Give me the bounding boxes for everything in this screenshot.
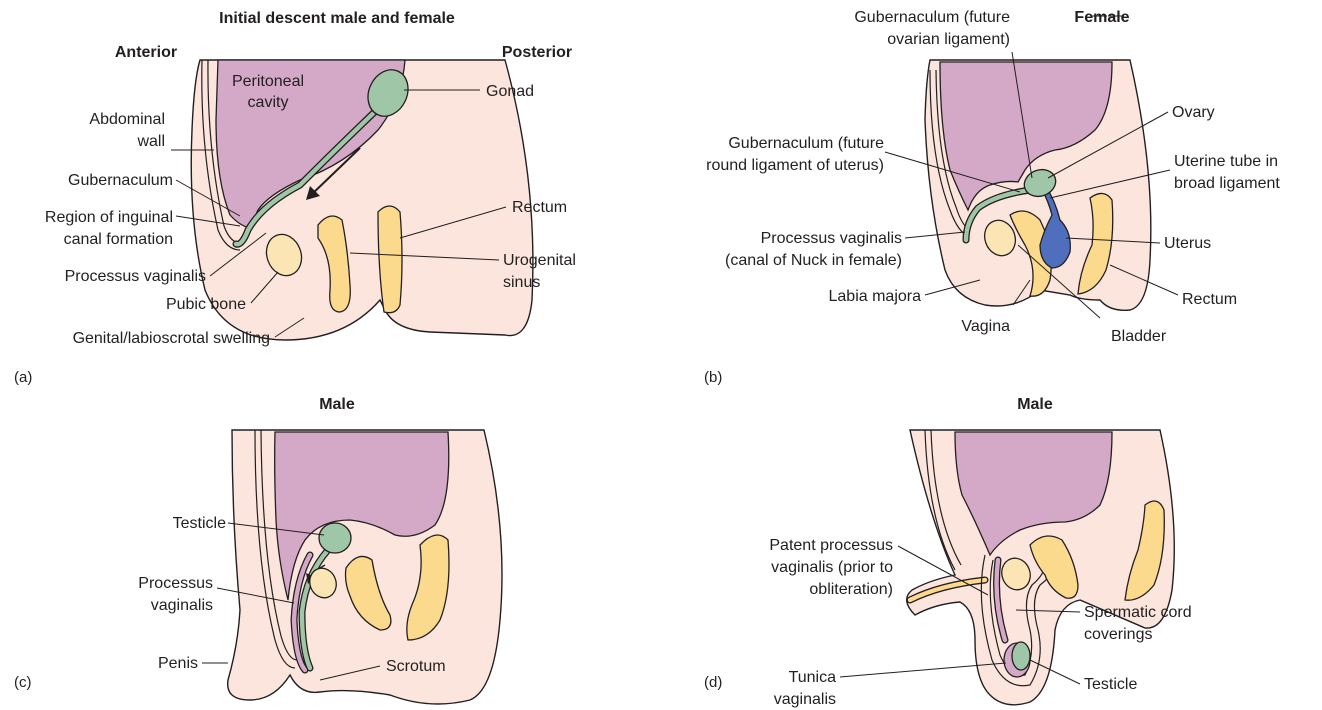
panel-c-penis-label: Penis — [158, 655, 198, 672]
panel-b-gub-ovarian-1: Gubernaculum (future — [854, 9, 1010, 26]
panel-d-patent-2: vaginalis (prior to — [771, 559, 893, 576]
panel-b-gub-round-1: Gubernaculum (future — [728, 135, 884, 152]
panel-a-inguinal-1: Region of inguinal — [45, 209, 173, 226]
panel-c-label: (c) — [14, 674, 32, 691]
panel-b-labia-label: Labia majora — [829, 288, 922, 305]
panel-b: Female Gubernaculum (future ovarian liga… — [704, 9, 1280, 386]
panel-b-gub-ovarian-2: ovarian ligament) — [887, 31, 1010, 48]
panel-c-title: Male — [319, 396, 355, 413]
panel-c-pv-2: vaginalis — [151, 597, 213, 614]
panel-c-testicle — [319, 523, 351, 553]
panel-b-uterine-tube-1: Uterine tube in — [1174, 153, 1278, 170]
panel-a-pv-label: Processus vaginalis — [65, 268, 206, 285]
panel-d-spermatic-2: coverings — [1084, 626, 1152, 643]
panel-b-pv-2: (canal of Nuck in female) — [725, 252, 902, 269]
panel-c-testicle-label: Testicle — [173, 515, 226, 532]
panel-d-tunica-1: Tunica — [789, 669, 837, 686]
panel-a-abdominal-1: Abdominal — [89, 111, 165, 128]
panel-c-scrotum-label: Scrotum — [386, 658, 446, 675]
panel-b-ovary-label: Ovary — [1172, 104, 1215, 121]
panel-b-vagina-label: Vagina — [961, 318, 1010, 335]
panel-b-label: (b) — [704, 369, 722, 386]
panel-b-bladder-label: Bladder — [1111, 328, 1167, 345]
panel-a-inguinal-2: canal formation — [64, 231, 173, 248]
panel-c-pv-1: Processus — [138, 575, 213, 592]
panel-d-patent-1: Patent processus — [769, 537, 893, 554]
panel-a-pubic-label: Pubic bone — [166, 296, 246, 313]
panel-b-title: Female — [1074, 9, 1129, 26]
panel-a-posterior: Posterior — [502, 44, 572, 61]
panel-a-genital-label: Genital/labioscrotal swelling — [73, 330, 270, 347]
panel-d-testicle-label: Testicle — [1084, 676, 1137, 693]
panel-d-tunica-2: vaginalis — [774, 691, 836, 708]
panel-a-peritoneal-1: Peritoneal — [232, 73, 304, 90]
panel-d: Male Patent processus vaginalis (prior t… — [704, 396, 1192, 708]
panel-c: Male Testicle Processus vaginalis Penis … — [14, 396, 502, 704]
panel-a-urogenital-2: sinus — [503, 274, 540, 291]
panel-d-label: (d) — [704, 674, 722, 691]
panel-a-abdominal-2: wall — [136, 133, 165, 150]
panel-b-gub-round-2: round ligament of uterus) — [706, 157, 884, 174]
panel-a: Initial descent male and female Anterior… — [14, 10, 576, 386]
panel-a-rectum-label: Rectum — [512, 199, 567, 216]
panel-a-title: Initial descent male and female — [219, 10, 455, 27]
panel-a-peritoneal-2: cavity — [248, 94, 289, 111]
panel-b-uterine-tube-2: broad ligament — [1174, 175, 1280, 192]
panel-a-anterior: Anterior — [115, 44, 177, 61]
panel-a-label: (a) — [14, 369, 32, 386]
panel-b-uterus-label: Uterus — [1164, 235, 1211, 252]
panel-a-gonad-label: Gonad — [486, 83, 534, 100]
panel-d-testicle — [1012, 642, 1030, 670]
panel-d-title: Male — [1017, 396, 1053, 413]
panel-d-spermatic-1: Spermatic cord — [1084, 604, 1192, 621]
panel-a-gubernaculum-label: Gubernaculum — [68, 172, 173, 189]
panel-a-urogenital-1: Urogenital — [503, 252, 576, 269]
panel-b-pv-1: Processus vaginalis — [761, 230, 902, 247]
panel-b-rectum-label: Rectum — [1182, 291, 1237, 308]
panel-d-patent-3: obliteration) — [809, 581, 893, 598]
panel-a-rectum — [378, 206, 402, 313]
